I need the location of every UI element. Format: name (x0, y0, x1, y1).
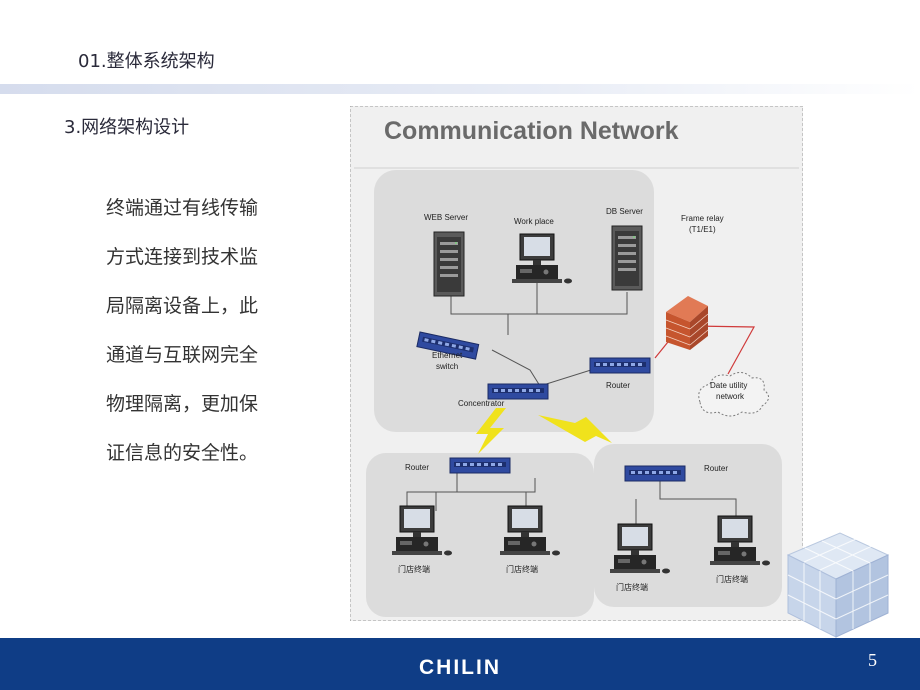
ethernet-switch-label: Ethernet (432, 351, 463, 360)
body-line: 通道与互联网完全 (106, 344, 259, 366)
diagram-title: Communication Network (384, 117, 679, 145)
router-right-label: Router (704, 464, 728, 473)
body-line: 证信息的安全性。 (106, 442, 259, 464)
router-right-icon (624, 465, 686, 482)
footer-bar (0, 638, 920, 690)
data-network-cloud-icon (698, 372, 769, 417)
web-server-label: WEB Server (424, 213, 468, 222)
store-zone-left (366, 453, 594, 617)
cloud-label: Date utility (710, 381, 747, 390)
frame-relay-label: Frame relay (681, 214, 724, 223)
ethernet-switch-sub-label: switch (436, 362, 458, 371)
cloud-sub-label: network (716, 392, 745, 401)
router-left-icon (449, 457, 511, 474)
wireless-link-right-icon (538, 415, 612, 443)
body-text: 终端通过有线传输 方式连接到技术监 局隔离设备上，此 通道与互联网完全 物理隔离… (106, 184, 281, 478)
store-terminal-3-label: 门店终端 (616, 582, 648, 592)
body-line: 物理隔离，更加保 (106, 393, 259, 415)
router-left-label: Router (405, 463, 429, 472)
network-diagram: Communication Network WEB Server Work pl… (350, 106, 803, 621)
workplace-label: Work place (514, 217, 554, 226)
frame-relay-sub-label: (T1/E1) (689, 225, 716, 234)
decorative-cube-graphic (786, 532, 890, 638)
body-line: 终端通过有线传输 (106, 197, 259, 219)
firewall-icon (665, 296, 709, 350)
web-server-icon (433, 231, 465, 297)
router-main-label: Router (606, 381, 630, 390)
store-terminal-4-label: 门店终端 (716, 574, 748, 584)
body-line: 方式连接到技术监 (106, 246, 259, 268)
concentrator-icon (487, 383, 549, 400)
brand-logo: CHILIN (419, 656, 501, 679)
store-terminal-1-label: 门店终端 (398, 564, 430, 574)
concentrator-label: Concentrator (458, 399, 505, 408)
body-line: 局隔离设备上，此 (106, 295, 259, 317)
header-rule (0, 84, 920, 94)
router-main-icon (589, 357, 651, 374)
db-server-icon (611, 225, 643, 291)
db-server-label: DB Server (606, 207, 643, 216)
store-terminal-2-label: 门店终端 (506, 564, 538, 574)
wireless-link-left-icon (476, 408, 506, 454)
section-title: 01.整体系统架构 (78, 51, 215, 72)
subsection-title: 3.网络架构设计 (64, 117, 190, 138)
page-number: 5 (868, 650, 877, 670)
